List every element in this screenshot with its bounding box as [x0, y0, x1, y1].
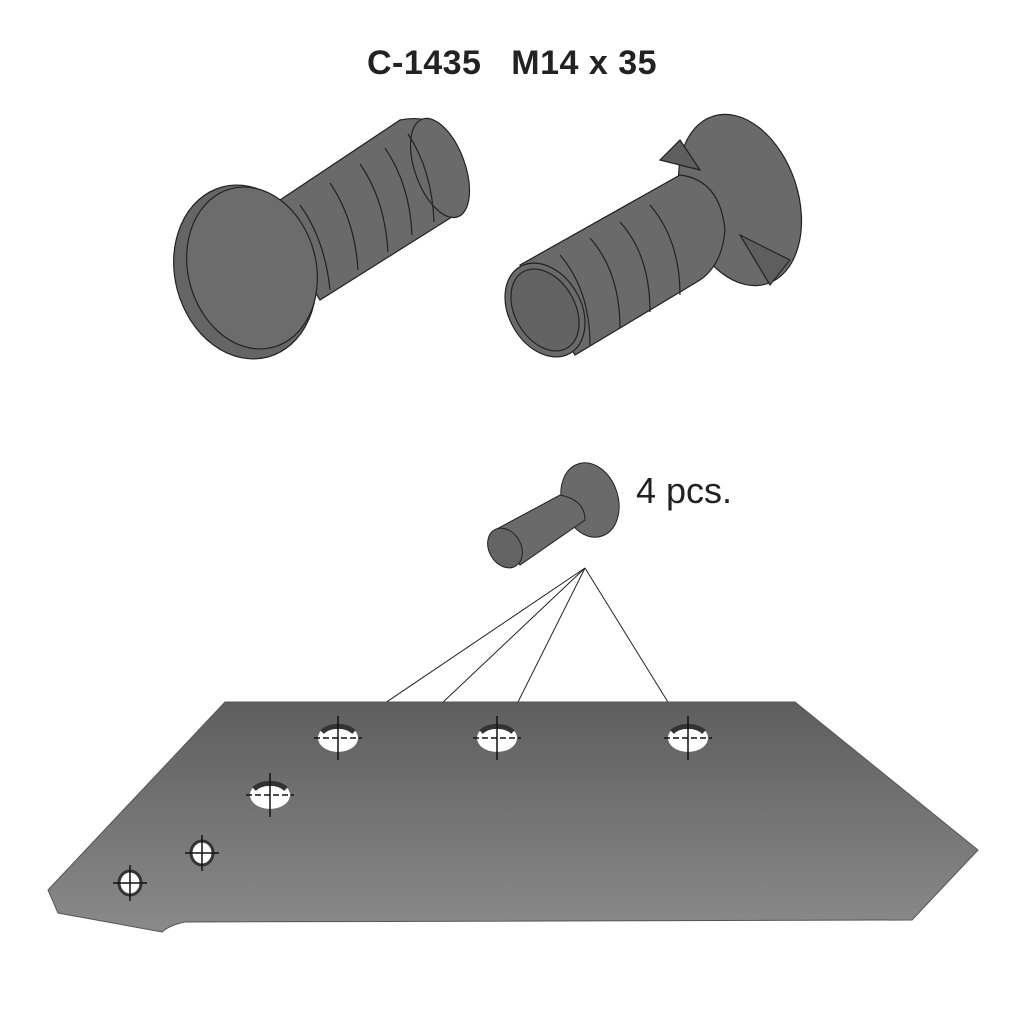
hole-2 [473, 716, 521, 760]
hole-3 [664, 716, 712, 760]
mounting-holes [113, 716, 712, 901]
bolt-head-view [173, 117, 471, 360]
bolt-thread-view [504, 113, 803, 358]
hole-1 [314, 716, 362, 760]
quantity-label: 4 pcs. [636, 470, 733, 511]
hole-4 [246, 773, 294, 817]
part-title: C-1435 M14 x 35 [366, 44, 658, 82]
hole-5 [185, 835, 219, 871]
hole-6 [113, 865, 147, 901]
blade-plate [47, 701, 979, 933]
bolt-callout-small [487, 462, 620, 569]
